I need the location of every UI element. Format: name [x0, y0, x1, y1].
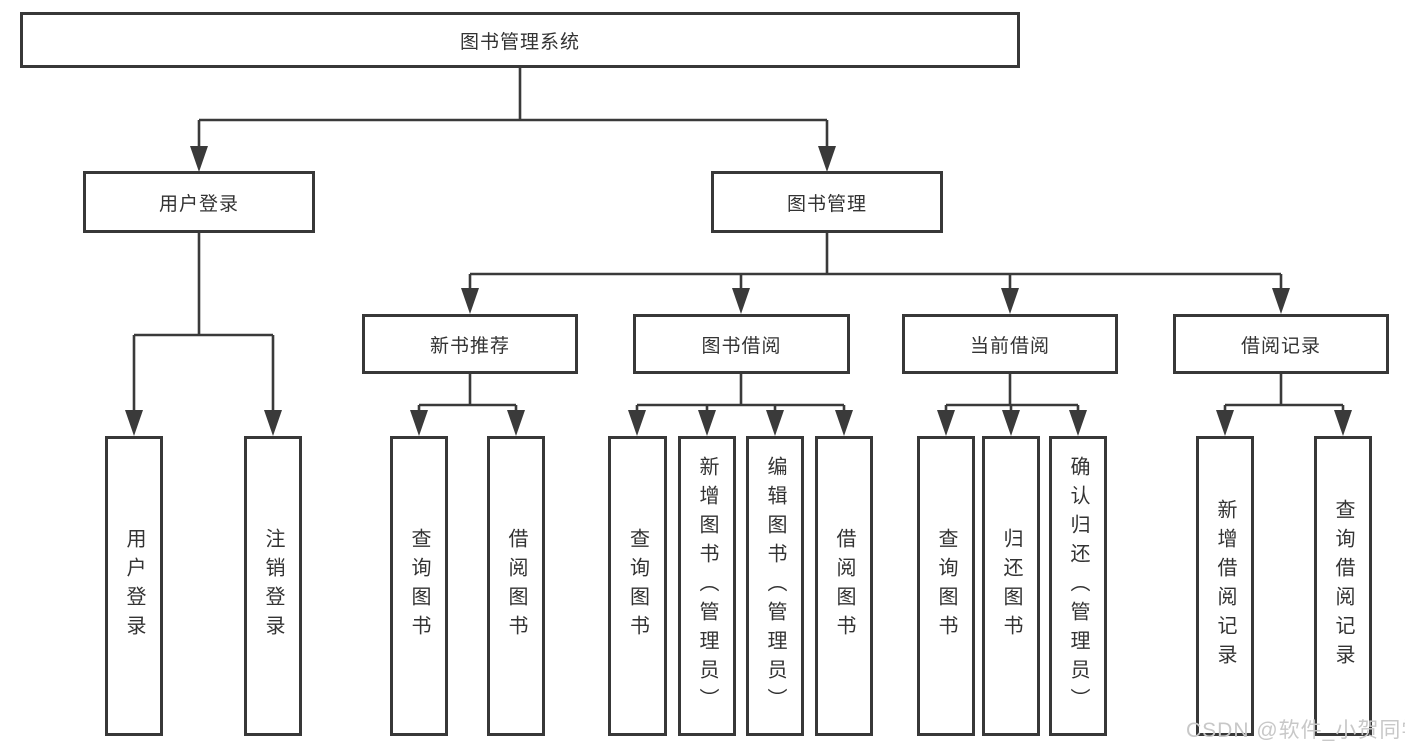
leaf-rec-query-books-label: 查询图书: [408, 528, 430, 644]
leaf-user-login-label: 用户登录: [123, 528, 145, 644]
connector-user-login-to-children: [125, 233, 282, 436]
node-user-login: 用户登录: [83, 171, 315, 233]
leaf-user-login: 用户登录: [105, 436, 163, 736]
watermark: CSDN @软件_小贺同学: [1186, 719, 1405, 742]
node-user-login-label: 用户登录: [158, 193, 239, 215]
node-current-borrow-label: 当前借阅: [969, 335, 1050, 357]
node-borrow-records-label: 借阅记录: [1240, 335, 1321, 357]
leaf-br-query-record: 查询借阅记录: [1314, 436, 1372, 736]
connector-current-borrow-to-children: [937, 374, 1087, 436]
connector-book-borrow-to-children: [628, 374, 853, 436]
leaf-bb-edit-books-admin: 编辑图书（管理员）: [746, 436, 804, 736]
leaf-bb-edit-books-admin-label: 编辑图书（管理员）: [764, 455, 786, 717]
leaf-logout-label: 注销登录: [262, 528, 284, 644]
leaf-logout: 注销登录: [244, 436, 302, 736]
node-root-system: 图书管理系统: [20, 12, 1020, 68]
leaf-rec-borrow-books-label: 借阅图书: [505, 528, 527, 644]
connector-borrow-records-to-children: [1216, 374, 1352, 436]
leaf-bb-borrow-books-label: 借阅图书: [833, 528, 855, 644]
leaf-rec-query-books: 查询图书: [390, 436, 448, 736]
node-new-book-recommend-label: 新书推荐: [429, 335, 510, 357]
node-new-book-recommend: 新书推荐: [362, 314, 578, 374]
node-book-borrow: 图书借阅: [633, 314, 850, 374]
leaf-br-add-record: 新增借阅记录: [1196, 436, 1254, 736]
leaf-br-add-record-label: 新增借阅记录: [1214, 499, 1236, 673]
connector-root-to-level2: [190, 68, 836, 172]
leaf-cb-query-books: 查询图书: [917, 436, 975, 736]
node-book-management-label: 图书管理: [786, 193, 867, 215]
connector-book-mgmt-to-groups: [461, 233, 1290, 314]
node-root-label: 图书管理系统: [459, 31, 580, 53]
leaf-br-query-record-label: 查询借阅记录: [1332, 499, 1354, 673]
leaf-cb-return-books: 归还图书: [982, 436, 1040, 736]
leaf-rec-borrow-books: 借阅图书: [487, 436, 545, 736]
node-borrow-records: 借阅记录: [1173, 314, 1389, 374]
node-current-borrow: 当前借阅: [902, 314, 1118, 374]
leaf-bb-borrow-books: 借阅图书: [815, 436, 873, 736]
node-book-management: 图书管理: [711, 171, 943, 233]
leaf-cb-return-books-label: 归还图书: [1000, 528, 1022, 644]
node-book-borrow-label: 图书借阅: [701, 335, 782, 357]
leaf-cb-confirm-return-admin-label: 确认归还（管理员）: [1067, 455, 1089, 717]
leaf-bb-add-books-admin-label: 新增图书（管理员）: [696, 455, 718, 717]
leaf-bb-add-books-admin: 新增图书（管理员）: [678, 436, 736, 736]
leaf-cb-confirm-return-admin: 确认归还（管理员）: [1049, 436, 1107, 736]
leaf-bb-query-books: 查询图书: [608, 436, 667, 736]
leaf-cb-query-books-label: 查询图书: [935, 528, 957, 644]
leaf-bb-query-books-label: 查询图书: [626, 528, 649, 644]
connector-new-book-rec-to-children: [410, 374, 525, 436]
